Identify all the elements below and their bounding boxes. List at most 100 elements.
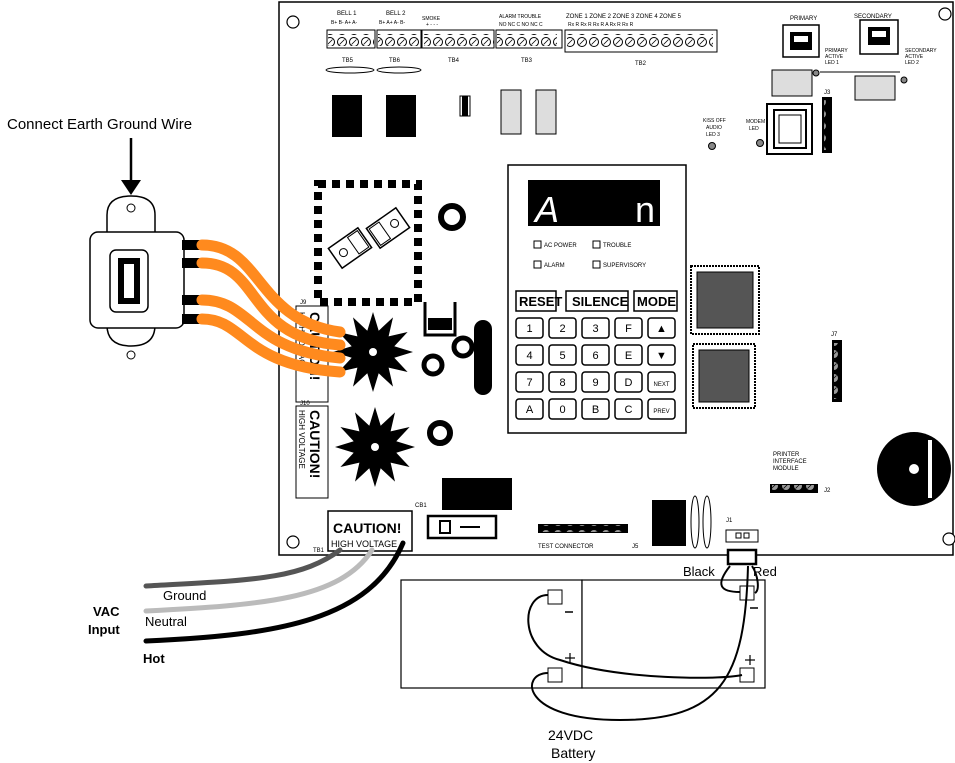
secondary-led-label-2: ACTIVE: [905, 54, 924, 60]
printer-label-3: MODULE: [773, 466, 799, 472]
tb4-label: TB4: [448, 58, 460, 64]
j1-label: J1: [726, 518, 733, 524]
secondary-led-label-3: LED 2: [905, 60, 919, 66]
tb3-pins: NO NC C NO NC C: [499, 22, 543, 28]
j7-header: J7: [831, 332, 842, 402]
tb1-caution-text: CAUTION!: [333, 520, 401, 536]
tb1-caution: TB1 CAUTION! HIGH VOLTAGE: [313, 510, 413, 554]
heatsinks: [333, 312, 415, 487]
keypad-key[interactable]: 5: [548, 344, 577, 366]
keypad-key[interactable]: F: [614, 317, 643, 339]
silence-button[interactable]: SILENCE: [565, 290, 629, 312]
vac-input-label-2: Input: [88, 622, 120, 637]
keypad-key-label: 7: [526, 377, 532, 389]
display-left-char: A: [533, 189, 559, 230]
keypad-key[interactable]: B: [581, 398, 610, 420]
primary-led-label-3: LED 1: [825, 60, 839, 66]
tb5-label: TB5: [342, 58, 354, 64]
keypad-key[interactable]: 3: [581, 317, 610, 339]
primary-led-label-1: PRIMARY: [825, 48, 848, 54]
indicator-supervisory: SUPERVISORY: [603, 263, 646, 269]
keypad-key[interactable]: 2: [548, 317, 577, 339]
keypad-key-label: B: [592, 404, 599, 416]
tb6-pins: B+ A+ A- B-: [379, 20, 405, 26]
j10-label: J10: [300, 401, 310, 407]
battery-wires: [527, 565, 759, 722]
j2-label: J2: [824, 488, 831, 494]
tb6-label: TB6: [389, 58, 401, 64]
mounting-hole: [286, 535, 300, 549]
keypad-key[interactable]: D: [614, 371, 643, 393]
modem-area: KISS OFF AUDIO LED 3 MODEM LED J3: [703, 90, 832, 155]
tb3-label: TB3: [521, 58, 533, 64]
keypad-key[interactable]: 0: [548, 398, 577, 420]
modem-label-2: LED: [749, 126, 759, 132]
earth-ground-label: Connect Earth Ground Wire: [7, 116, 192, 133]
keypad-key-label: D: [625, 377, 633, 389]
tb1-label: TB1: [313, 548, 325, 554]
keypad-key[interactable]: NEXT: [647, 371, 676, 393]
reset-button-label: RESET: [519, 294, 562, 309]
keypad-key[interactable]: ▼: [647, 344, 676, 366]
transformer: Connect Earth Ground Wire: [7, 116, 202, 360]
display-right-char: n: [635, 189, 655, 230]
mode-button[interactable]: MODE: [633, 290, 678, 312]
caution-j10: J10 CAUTION! HIGH VOLTAGE: [295, 401, 329, 499]
primary-led-label-2: ACTIVE: [825, 54, 844, 60]
indicator-trouble: TROUBLE: [603, 243, 631, 249]
keypad-key-label: F: [625, 323, 632, 335]
keypad-key-label: 8: [559, 377, 565, 389]
relays: [332, 89, 557, 137]
keypad-key-label: 1: [526, 323, 532, 335]
test-connector-label: TEST CONNECTOR: [538, 544, 594, 550]
j10-caution: CAUTION!: [307, 410, 323, 478]
battery-label-1: 24VDC: [548, 727, 593, 743]
reset-button[interactable]: RESET: [515, 290, 562, 312]
mounting-hole: [938, 7, 952, 21]
keypad-key[interactable]: 6: [581, 344, 610, 366]
lcd-display: [528, 180, 660, 226]
j1-battery-connector: J1: [725, 518, 759, 566]
keypad-key-label: E: [625, 350, 632, 362]
tb5-pins: B+ B- A+ A-: [331, 20, 357, 26]
ac-input-wires: [143, 540, 406, 644]
terminal-blocks: BELL 1 B+ B- A+ A- TB5 BELL 2 B+ A+ A- B…: [325, 11, 718, 74]
keypad-key[interactable]: A: [515, 398, 544, 420]
modem-label-1: MODEM: [746, 119, 765, 125]
indicator-ac-power: AC POWER: [544, 243, 577, 249]
printer-label-2: INTERFACE: [773, 459, 807, 465]
keypad-key[interactable]: E: [614, 344, 643, 366]
red-label: Red: [753, 564, 777, 579]
keypad-key[interactable]: 4: [515, 344, 544, 366]
keypad-key-label: 0: [559, 404, 565, 416]
keypad-key-label: 6: [592, 350, 598, 362]
keypad-key-label: C: [625, 404, 633, 416]
buzzer: [877, 432, 951, 506]
keypad-key-label: 2: [559, 323, 565, 335]
tb5-title: BELL 1: [337, 11, 357, 17]
vac-input-label-1: VAC: [93, 604, 120, 619]
keypad-key-label: ▼: [656, 350, 667, 362]
keypad-key[interactable]: 1: [515, 317, 544, 339]
keypad-key[interactable]: PREV: [647, 398, 676, 420]
keypad-key[interactable]: C: [614, 398, 643, 420]
keypad-key[interactable]: ▲: [647, 317, 676, 339]
keypad-panel: A n AC POWER TROUBLE ALARM SUPERVISORY R…: [507, 164, 687, 434]
j9-label: J9: [300, 300, 307, 306]
keypad-key-label: 4: [526, 350, 532, 362]
keypad-key[interactable]: 9: [581, 371, 610, 393]
secondary-led-label-1: SECONDARY: [905, 48, 937, 54]
keypad-key-label: A: [526, 404, 534, 416]
batteries: [400, 579, 766, 689]
neutral-label: Neutral: [145, 614, 187, 629]
keypad-key[interactable]: 8: [548, 371, 577, 393]
arrow-down-icon: [121, 180, 141, 195]
tb4-pins: + - - -: [426, 22, 438, 28]
misc-components: C B 1: [415, 302, 712, 549]
hot-label: Hot: [143, 651, 165, 666]
keypad-key[interactable]: 7: [515, 371, 544, 393]
j7-label: J7: [831, 332, 838, 338]
j3-label: J3: [824, 90, 831, 96]
keypad-key-label: ▲: [656, 323, 667, 335]
keypad-key-label: 5: [559, 350, 565, 362]
